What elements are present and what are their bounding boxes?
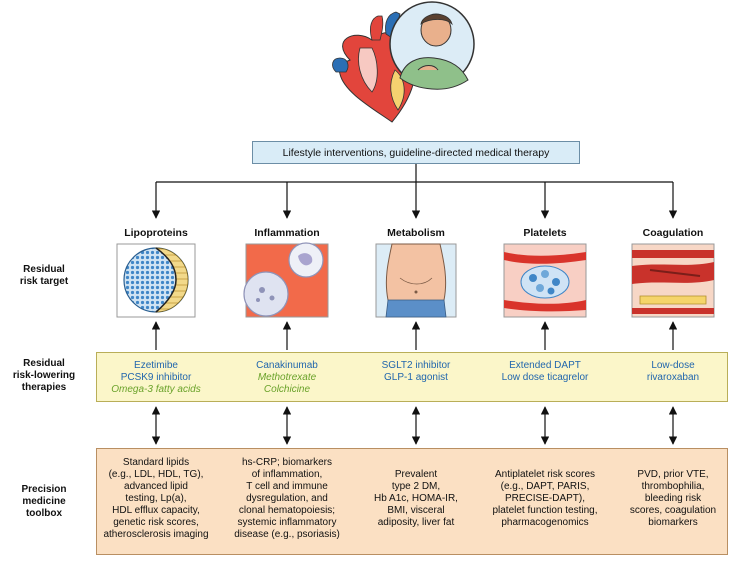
toolbox-line: clonal hematopoiesis; (238, 505, 336, 516)
therapy-item: Low-dose (651, 360, 695, 371)
therapies-inflammation: Canakinumab Methotrexate Colchicine (223, 360, 351, 396)
row-label-line: risk target (19, 276, 69, 287)
therapy-item: Low dose ticagrelor (501, 372, 589, 383)
toolbox-line: of inflammation, (251, 469, 323, 480)
row-label-line: risk-lowering (12, 370, 76, 381)
toolbox-line: platelet function testing, (492, 505, 598, 516)
row-label-line: therapies (21, 382, 67, 393)
toolbox-line: scores, coagulation (629, 505, 717, 516)
toolbox-coagulation: PVD, prior VTE, thrombophilia, bleeding … (609, 469, 731, 529)
therapies-band (96, 352, 728, 402)
heart-patient-illustration (332, 1, 475, 123)
row-label-line: toolbox (25, 508, 63, 519)
toolbox-line: adiposity, liver fat (377, 517, 455, 528)
top-intervention-box: Lifestyle interventions, guideline-direc… (252, 141, 580, 164)
therapies-lipoproteins: Ezetimibe PCSK9 inhibitor Omega-3 fatty … (92, 360, 220, 396)
therapies-coagulation: Low-dose rivaroxaban (609, 360, 731, 384)
therapy-item: rivaroxaban (646, 372, 700, 383)
toolbox-line: T cell and immune (246, 481, 328, 492)
top-intervention-label: Lifestyle interventions, guideline-direc… (282, 146, 550, 159)
therapy-item: PCSK9 inhibitor (120, 372, 192, 383)
therapy-item: Extended DAPT (509, 360, 581, 371)
toolbox-platelets: Antiplatelet risk scores (e.g., DAPT, PA… (481, 469, 609, 529)
therapy-item: Colchicine (263, 384, 311, 395)
toolbox-band (96, 448, 728, 555)
toolbox-line: BMI, visceral (387, 505, 445, 516)
therapy-item: GLP-1 agonist (384, 372, 448, 383)
therapy-item: Omega-3 fatty acids (111, 384, 201, 395)
toolbox-metabolism: Prevalent type 2 DM, Hb A1c, HOMA-IR, BM… (352, 469, 480, 529)
toolbox-line: HDL efflux capacity, (112, 505, 200, 516)
toolbox-line: Standard lipids (122, 457, 190, 468)
column-title-metabolism: Metabolism (387, 227, 445, 239)
toolbox-line: (e.g., DAPT, PARIS, (500, 481, 590, 492)
column-title-platelets: Platelets (523, 227, 567, 239)
row-label-line: Residual (23, 358, 65, 369)
toolbox-line: PRECISE-DAPT), (504, 493, 585, 504)
row-label-precision-medicine-toolbox: Precision medicine toolbox (4, 484, 84, 520)
column-title-lipoproteins: Lipoproteins (124, 227, 188, 239)
toolbox-lipoproteins: Standard lipids (e.g., LDL, HDL, TG), ad… (92, 457, 220, 541)
thrombus-vessel-icon (631, 243, 715, 318)
row-label-line: Residual (23, 264, 65, 275)
toolbox-line: genetic risk scores, (113, 517, 199, 528)
patient-icon (389, 1, 475, 90)
inflammatory-cells-icon (243, 242, 329, 318)
therapy-to-target-arrows (151, 321, 678, 350)
top-connector-lines (151, 164, 678, 219)
therapy-item: Canakinumab (256, 360, 318, 371)
toolbox-line: hs-CRP; biomarkers (241, 457, 333, 468)
toolbox-line: dysregulation, and (246, 493, 328, 504)
column-title-inflammation: Inflammation (254, 227, 320, 239)
toolbox-line: pharmacogenomics (501, 517, 589, 528)
toolbox-therapy-double-arrows (151, 406, 678, 445)
toolbox-line: (e.g., LDL, HDL, TG), (108, 469, 204, 480)
toolbox-line: atherosclerosis imaging (103, 529, 209, 540)
row-label-line: Precision (21, 484, 67, 495)
lipoprotein-particle-icon (116, 243, 196, 318)
row-label-residual-risk-lowering-therapies: Residual risk-lowering therapies (4, 358, 84, 394)
column-title-coagulation: Coagulation (642, 227, 704, 239)
toolbox-line: PVD, prior VTE, (637, 469, 709, 480)
toolbox-line: testing, Lp(a), (125, 493, 187, 504)
toolbox-line: thrombophilia, (641, 481, 705, 492)
platelet-aggregate-icon (503, 243, 587, 318)
therapy-item: Methotrexate (257, 372, 317, 383)
therapy-item: Ezetimibe (134, 360, 178, 371)
obese-torso-icon (375, 243, 457, 318)
toolbox-line: bleeding risk (644, 493, 702, 504)
row-label-line: medicine (22, 496, 66, 507)
therapy-item: SGLT2 inhibitor (381, 360, 451, 371)
toolbox-inflammation: hs-CRP; biomarkers of inflammation, T ce… (223, 457, 351, 541)
toolbox-line: advanced lipid (124, 481, 188, 492)
toolbox-line: biomarkers (648, 517, 698, 528)
therapies-metabolism: SGLT2 inhibitor GLP-1 agonist (352, 360, 480, 384)
toolbox-line: disease (e.g., psoriasis) (234, 529, 340, 540)
toolbox-line: Prevalent (394, 469, 438, 480)
toolbox-line: systemic inflammatory (237, 517, 337, 528)
toolbox-line: type 2 DM, (391, 481, 441, 492)
toolbox-line: Antiplatelet risk scores (494, 469, 596, 480)
toolbox-line: Hb A1c, HOMA-IR, (374, 493, 458, 504)
row-label-residual-risk-target: Residual risk target (4, 264, 84, 288)
therapies-platelets: Extended DAPT Low dose ticagrelor (481, 360, 609, 384)
